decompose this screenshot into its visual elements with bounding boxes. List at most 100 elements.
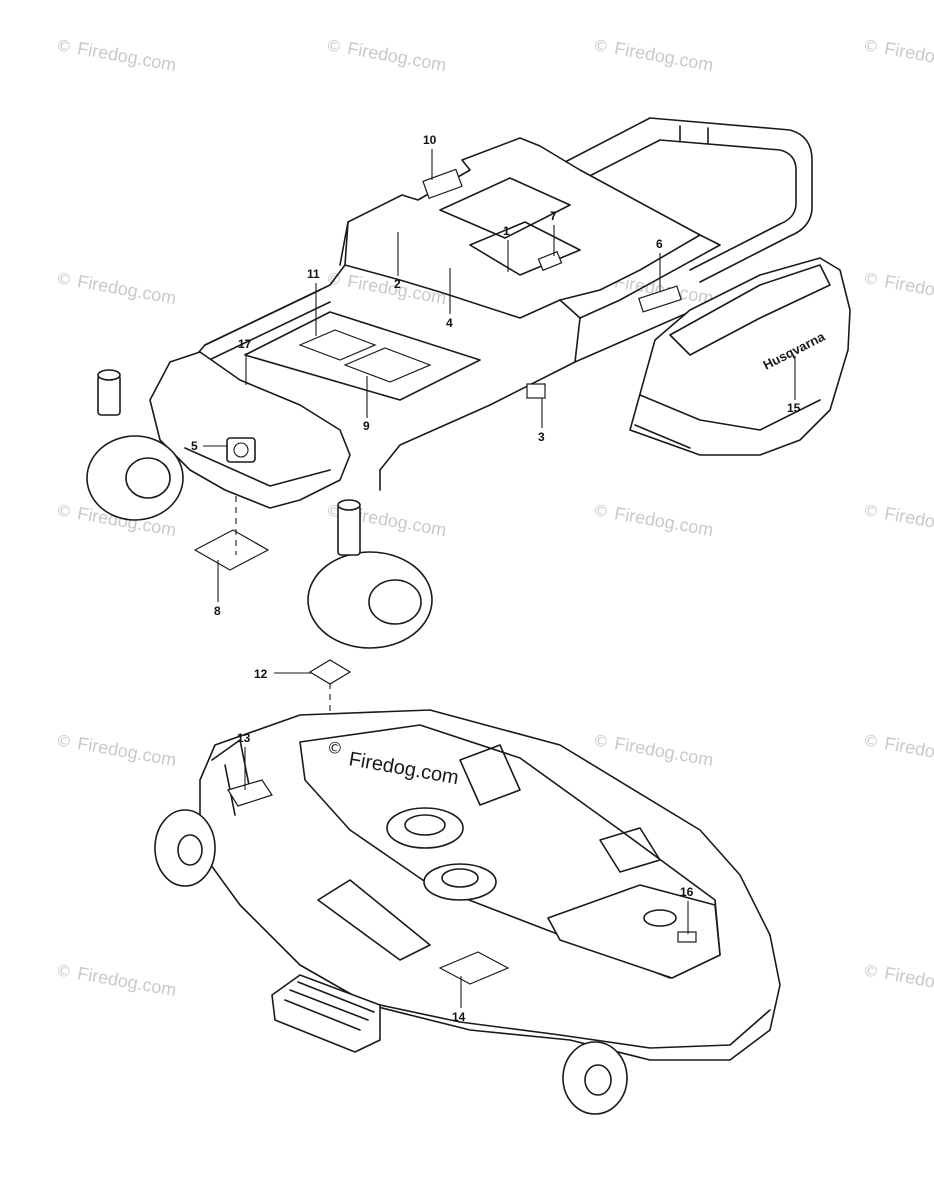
- roll-bar-bracket: [679, 125, 709, 145]
- svg-text:Firedog.com: Firedog.com: [883, 503, 934, 540]
- watermark: © Firedog.com: [591, 35, 715, 75]
- decal-13: [227, 779, 273, 807]
- deck-right-wheel-hub: [584, 1064, 612, 1096]
- deck-bracket-rear: [459, 744, 661, 873]
- decal-3: [526, 383, 546, 399]
- roll-bar: [539, 117, 813, 283]
- decal-11-area: [298, 329, 377, 361]
- front-right-wheel-hub: [368, 579, 422, 625]
- decal-7: [537, 250, 563, 272]
- svg-text:Firedog.com: Firedog.com: [883, 963, 934, 1000]
- svg-text:Firedog.com: Firedog.com: [76, 271, 178, 308]
- spindle-cover: [547, 884, 721, 979]
- svg-text:©: ©: [861, 960, 880, 981]
- mower-deck: Firedog.com ©: [154, 709, 781, 1115]
- deck-bracket-left: [317, 879, 431, 961]
- svg-text:6: 6: [656, 237, 663, 251]
- deck-right-wheel: [562, 1041, 628, 1115]
- svg-text:©: ©: [591, 35, 610, 56]
- callout-12: 12: [254, 667, 312, 681]
- watermark: © Firedog.com: [861, 500, 934, 540]
- watermark: © Firedog.com: [861, 35, 934, 75]
- decal-6: [638, 285, 682, 313]
- svg-text:10: 10: [423, 133, 437, 147]
- svg-text:©: ©: [861, 500, 880, 521]
- callout-9: 9: [363, 376, 370, 433]
- svg-text:©: ©: [54, 268, 73, 289]
- front-left-caster-cap: [97, 369, 121, 381]
- callout-group: 1 2 3 4 5 6 7 8: [191, 133, 801, 1024]
- svg-text:©: ©: [861, 35, 880, 56]
- callout-6: 6: [656, 237, 663, 292]
- callout-13: 13: [237, 731, 251, 790]
- deck-left-wheel-hub: [177, 834, 203, 866]
- svg-text:Firedog.com: Firedog.com: [346, 38, 448, 75]
- watermark: © Firedog.com: [861, 730, 934, 770]
- frame-top-recess: [439, 177, 571, 239]
- svg-text:14: 14: [452, 1010, 466, 1024]
- svg-text:11: 11: [307, 267, 320, 281]
- spindle-cover-cap: [643, 909, 677, 927]
- callout-3: 3: [538, 398, 545, 444]
- callout-4: 4: [446, 268, 453, 330]
- watermark: © Firedog.com: [591, 500, 715, 540]
- svg-text:©: ©: [54, 35, 73, 56]
- callout-1: 1: [503, 224, 510, 272]
- pulley-left: [386, 807, 464, 849]
- svg-text:7: 7: [550, 209, 557, 223]
- deck-watermark-symbol: ©: [325, 737, 344, 758]
- watermark: © Firedog.com: [54, 730, 178, 770]
- mower-frame: Husqvarna: [86, 117, 851, 649]
- svg-text:Firedog.com: Firedog.com: [346, 503, 448, 540]
- svg-text:Firedog.com: Firedog.com: [613, 733, 715, 770]
- decal-9-area: [343, 347, 432, 383]
- deck-left-wheel: [154, 809, 216, 887]
- callout-7: 7: [550, 209, 557, 256]
- fender-top-tray: [669, 264, 831, 356]
- svg-text:Firedog.com: Firedog.com: [883, 733, 934, 770]
- svg-text:13: 13: [237, 731, 251, 745]
- callout-11: 11: [307, 267, 320, 336]
- svg-text:Firedog.com: Firedog.com: [613, 38, 715, 75]
- front-left-wheel: [86, 435, 184, 521]
- callout-5: 5: [191, 439, 228, 453]
- front-bumper: [149, 351, 351, 509]
- svg-text:©: ©: [54, 730, 73, 751]
- front-right-caster-cap: [337, 499, 361, 511]
- watermark: © Firedog.com: [54, 268, 178, 308]
- floor-pan: [244, 311, 481, 401]
- husqvarna-crown-icon: [233, 442, 249, 458]
- bumper-crease: [184, 447, 331, 487]
- decal-12: [308, 659, 352, 685]
- svg-text:Firedog.com: Firedog.com: [883, 38, 934, 75]
- svg-text:8: 8: [214, 604, 221, 618]
- svg-text:15: 15: [787, 401, 801, 415]
- svg-text:16: 16: [680, 885, 694, 899]
- decal-14: [438, 951, 510, 985]
- front-left-caster-post: [97, 374, 121, 416]
- svg-text:©: ©: [54, 500, 73, 521]
- decal-16: [677, 931, 697, 943]
- svg-text:Firedog.com: Firedog.com: [883, 271, 934, 308]
- svg-text:Firedog.com: Firedog.com: [613, 503, 715, 540]
- frame-seat-opening: [469, 221, 581, 276]
- svg-text:Firedog.com: Firedog.com: [76, 38, 178, 75]
- pulley-left-inner: [404, 814, 446, 836]
- watermark: © Firedog.com: [591, 730, 715, 770]
- callout-14: 14: [452, 976, 466, 1024]
- pulley-right-inner: [441, 868, 479, 888]
- bumper-logo-plate: [226, 437, 256, 463]
- svg-text:Firedog.com: Firedog.com: [76, 963, 178, 1000]
- fender-lower-band: [634, 394, 821, 449]
- svg-text:©: ©: [861, 268, 880, 289]
- watermark: © Firedog.com: [861, 960, 934, 1000]
- svg-text:9: 9: [363, 419, 370, 433]
- callout-10: 10: [423, 133, 437, 180]
- svg-text:©: ©: [591, 730, 610, 751]
- callout-2: 2: [394, 232, 401, 291]
- front-right-wheel: [307, 551, 433, 649]
- svg-text:4: 4: [446, 316, 453, 330]
- svg-text:5: 5: [191, 439, 198, 453]
- discharge-roller-ridges: [284, 981, 375, 1031]
